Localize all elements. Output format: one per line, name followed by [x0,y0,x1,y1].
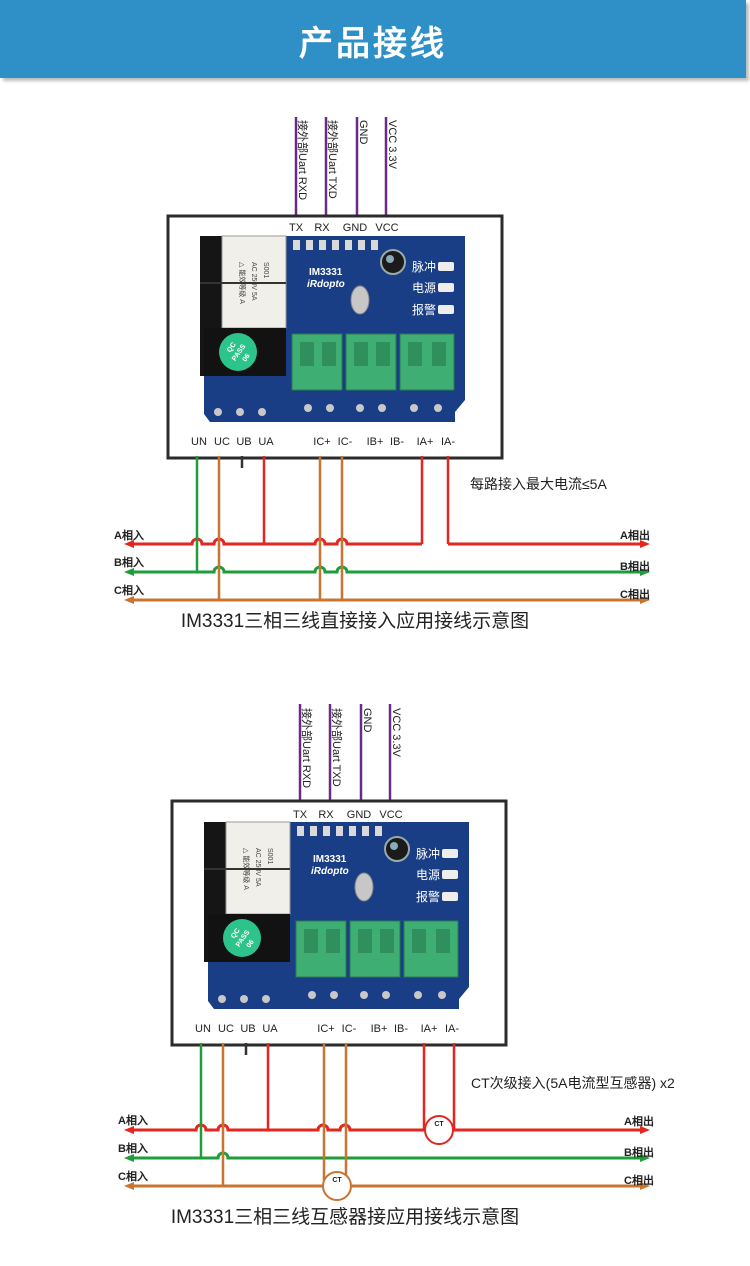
diagram-ct: 接外部Uart RXD 接外部Uart TXD GND VCC 3.3V △ 能… [118,704,675,1228]
terminal-blocks [295,920,459,978]
wire-label-gnd: GND [357,120,369,145]
pin-ia-plus: IA+ [417,436,434,448]
svg-text:S001: S001 [262,262,269,278]
ct-sensor-a: CT [424,1115,454,1145]
label-a-out: A相出 [624,1114,654,1128]
label-c-in: C相入 [114,583,144,597]
qc-stamp-qc: QC [226,341,238,354]
label-b-out: B相出 [620,559,650,573]
svg-text:S001: S001 [266,848,273,864]
pin-ib-plus: IB+ [371,1023,388,1035]
pin-ub: UB [236,436,251,448]
header-banner: 产品接线 [0,0,746,78]
board-model: IM3331 [313,854,347,865]
wire-label-txd: 接外部Uart TXD [330,708,344,787]
board-brand: iRdopto [311,866,349,877]
label-b-in: B相入 [114,555,144,569]
pin-ua: UA [258,436,274,448]
label-b-in: B相入 [118,1141,148,1155]
wire-label-rxd: 接外部Uart RXD [296,120,310,200]
label-a-in: A相入 [114,528,144,542]
pcb-board: △ 能效等级 A AC 250V 5A S001 QC PASS 06 IM33… [200,235,465,422]
pin-un: UN [195,1023,211,1035]
current-note: 每路接入最大电流≤5A [470,476,607,492]
qc-stamp-qc: QC [230,927,242,940]
label-a-in: A相入 [118,1113,148,1127]
pin-gnd: GND [343,222,368,234]
pcb-board: △ 能效等级 A AC 250V 5A S001 QC PASS 06 IM33… [204,821,469,1009]
pin-tx: TX [289,222,304,234]
led-label-pulse: 脉冲 [416,846,440,861]
pin-ia-minus: IA- [445,1023,459,1035]
pin-ib-plus: IB+ [367,436,384,448]
pin-ua: UA [262,1023,278,1035]
wire-label-txd: 接外部Uart TXD [326,120,340,199]
wire-label-vcc: VCC 3.3V [390,708,402,758]
led-label-alarm: 报警 [412,302,436,317]
pin-uc: UC [218,1023,234,1035]
qc-stamp-06: 06 [245,939,255,949]
label-c-out: C相出 [624,1173,654,1187]
pin-ia-minus: IA- [441,436,455,448]
pin-gnd: GND [347,809,372,821]
qc-stamp [223,919,261,957]
led-label-power: 电源 [412,281,436,295]
label-b-out: B相出 [624,1145,654,1159]
pin-ic-plus: IC+ [313,436,330,448]
svg-text:AC 250V 5A: AC 250V 5A [254,848,261,887]
wire-label-gnd: GND [361,708,373,733]
diagram-direct: 接外部Uart RXD 接外部Uart TXD GND VCC 3.3V △ 能… [114,117,650,632]
pin-un: UN [191,436,207,448]
pin-uc: UC [214,436,230,448]
led-label-pulse: 脉冲 [412,259,436,274]
pin-vcc: VCC [379,809,402,821]
ct-label: CT [332,1177,342,1184]
signal-wires [298,704,392,806]
ct-sensor-c: CT [322,1171,352,1201]
pin-ib-minus: IB- [390,436,404,448]
pin-ic-minus: IC- [338,436,353,448]
terminal-blocks [291,333,455,391]
ct-note: CT次级接入(5A电流型互感器) x2 [471,1075,675,1091]
pin-ib-minus: IB- [394,1023,408,1035]
pin-ia-plus: IA+ [421,1023,438,1035]
phase-lines [150,537,640,602]
pin-rx: RX [314,222,330,234]
label-a-out: A相出 [620,528,650,542]
pin-tx: TX [293,809,308,821]
ct-label: CT [434,1121,444,1128]
pin-vcc: VCC [375,222,398,234]
board-model: IM3331 [309,267,343,278]
wire-label-rxd: 接外部Uart RXD [300,708,314,788]
pin-ub: UB [240,1023,255,1035]
signal-wires [294,117,388,220]
diagram-caption: IM3331三相三线直接接入应用接线示意图 [181,610,529,632]
qc-stamp [219,333,257,371]
board-brand: iRdopto [307,279,345,290]
led-label-power: 电源 [416,868,440,882]
wire-label-vcc: VCC 3.3V [386,120,398,170]
label-c-out: C相出 [620,587,650,601]
diagram-caption: IM3331三相三线互感器接应用接线示意图 [171,1206,519,1228]
pin-ic-minus: IC- [342,1023,357,1035]
label-c-in: C相入 [118,1169,148,1183]
page-title: 产品接线 [299,24,447,64]
pin-rx: RX [318,809,334,821]
qc-stamp-06: 06 [241,353,251,363]
led-label-alarm: 报警 [416,889,440,904]
svg-text:AC 250V 5A: AC 250V 5A [250,262,257,301]
pin-ic-plus: IC+ [317,1023,334,1035]
